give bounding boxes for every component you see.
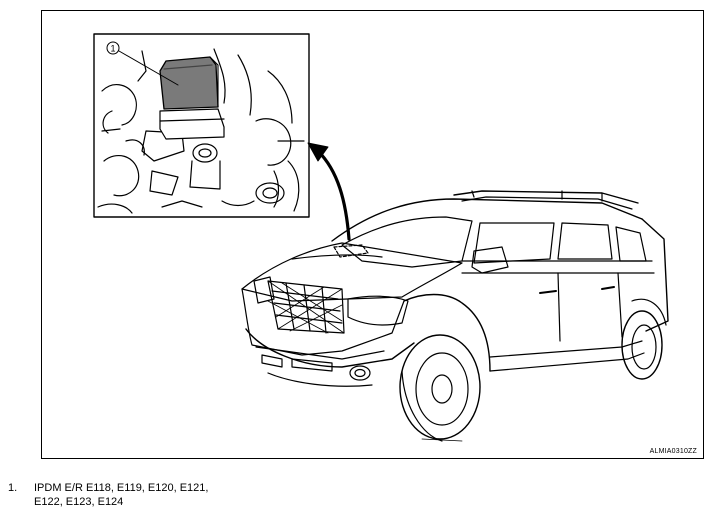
legend-item-number: 1. bbox=[8, 482, 18, 494]
legend-item-text: IPDM E/R E118, E119, E120, E121, E122, E… bbox=[34, 482, 209, 508]
engine-compartment-inset: 1 bbox=[93, 33, 310, 218]
callout-number: 1 bbox=[110, 44, 115, 54]
location-arrow bbox=[307, 142, 351, 241]
figure-frame: 1 bbox=[41, 10, 704, 459]
vehicle-outline bbox=[241, 190, 669, 442]
vehicle-illustration: 1 bbox=[93, 33, 669, 442]
figure-code: ALMIA0310ZZ bbox=[649, 448, 697, 455]
